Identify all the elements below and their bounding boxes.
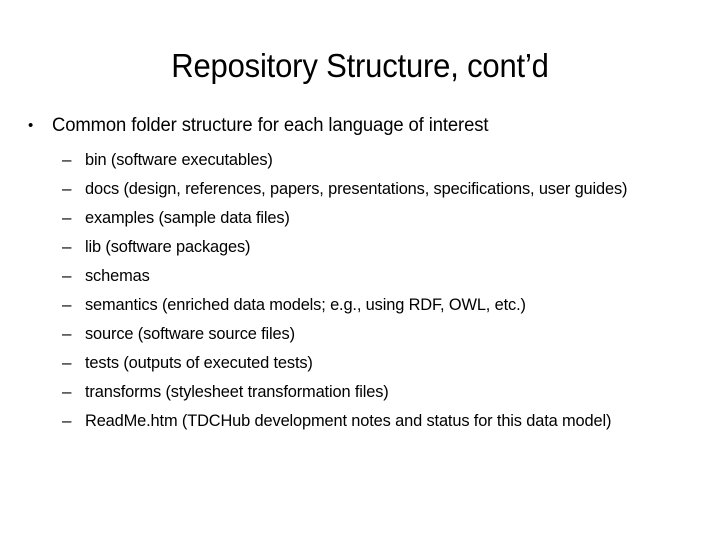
list-item-label: source (software source files) bbox=[85, 324, 295, 343]
list-item-label: schemas bbox=[85, 266, 150, 285]
dash-icon: – bbox=[62, 295, 72, 314]
dash-icon: – bbox=[62, 411, 72, 430]
bullet-level1: • Common folder structure for each langu… bbox=[0, 112, 720, 139]
list-item-label: tests (outputs of executed tests) bbox=[85, 353, 313, 372]
list-item-label: transforms (stylesheet transformation fi… bbox=[85, 382, 389, 401]
list-item: – schemas bbox=[0, 261, 720, 290]
list-item-label: examples (sample data files) bbox=[85, 208, 290, 227]
list-item: – lib (software packages) bbox=[0, 232, 720, 261]
bullet-level1-label: Common folder structure for each languag… bbox=[52, 115, 489, 136]
list-item: – transforms (stylesheet transformation … bbox=[0, 377, 720, 406]
bullet-dot-icon: • bbox=[28, 117, 34, 134]
dash-icon: – bbox=[62, 208, 72, 227]
list-item-label: ReadMe.htm (TDCHub development notes and… bbox=[85, 411, 612, 430]
list-item-label: docs (design, references, papers, presen… bbox=[85, 179, 628, 198]
dash-icon: – bbox=[62, 324, 72, 343]
list-item: – ReadMe.htm (TDCHub development notes a… bbox=[0, 406, 720, 435]
sub-bullet-list: – bin (software executables) – docs (des… bbox=[0, 145, 720, 435]
dash-icon: – bbox=[62, 179, 72, 198]
list-item-label: lib (software packages) bbox=[85, 237, 251, 256]
list-item-label: semantics (enriched data models; e.g., u… bbox=[85, 295, 526, 314]
dash-icon: – bbox=[62, 266, 72, 285]
dash-icon: – bbox=[62, 237, 72, 256]
list-item: – examples (sample data files) bbox=[0, 203, 720, 232]
list-item: – bin (software executables) bbox=[0, 145, 720, 174]
list-item: – tests (outputs of executed tests) bbox=[0, 348, 720, 377]
list-item: – docs (design, references, papers, pres… bbox=[0, 174, 720, 203]
list-item: – semantics (enriched data models; e.g.,… bbox=[0, 290, 720, 319]
dash-icon: – bbox=[62, 353, 72, 372]
page-title: Repository Structure, cont’d bbox=[171, 47, 549, 84]
list-item: – source (software source files) bbox=[0, 319, 720, 348]
list-item-label: bin (software executables) bbox=[85, 150, 273, 169]
slide-body: • Common folder structure for each langu… bbox=[0, 112, 720, 435]
dash-icon: – bbox=[62, 150, 72, 169]
dash-icon: – bbox=[62, 382, 72, 401]
